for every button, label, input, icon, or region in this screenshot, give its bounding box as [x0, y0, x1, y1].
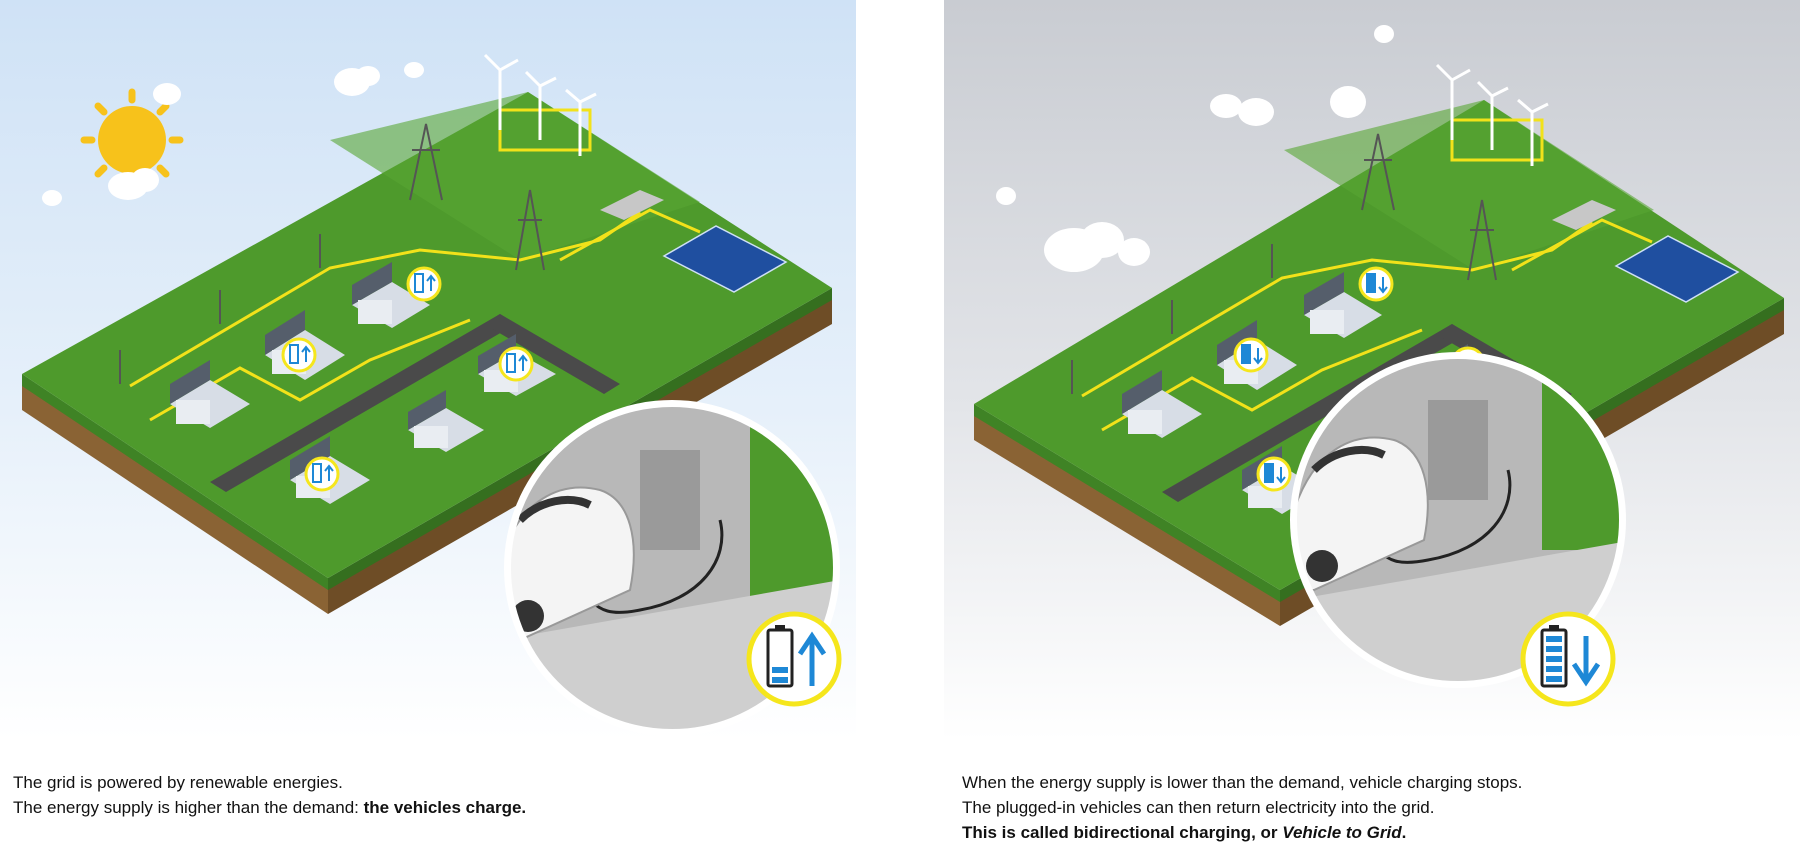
battery-up-icon: [746, 611, 842, 707]
wind-turbine-icon: [1435, 63, 1549, 166]
road: [210, 314, 620, 492]
caption-line-3-term: Vehicle to Grid: [1282, 823, 1402, 842]
power-line: [1081, 118, 1653, 432]
car-icon: [1294, 436, 1429, 591]
wallbox-charger-icon: [640, 450, 700, 550]
cloud-icon: [42, 62, 424, 206]
caption-line-2: The energy supply is higher than the dem…: [13, 795, 843, 820]
caption-line-3-bold: This is called bidirectional charging, o…: [962, 823, 1283, 842]
solar-panel-icon: [1552, 200, 1740, 303]
sun-icon: [80, 88, 184, 192]
cloud-icon: [996, 25, 1394, 272]
scene-illustration: [974, 25, 1784, 707]
pylon-icon: [1071, 133, 1497, 394]
caption: The grid is powered by renewable energie…: [13, 770, 843, 820]
scene-illustration: [22, 53, 842, 736]
car-icon: [508, 486, 635, 641]
panel-charging: The grid is powered by renewable energie…: [0, 0, 856, 864]
caption-line-1: The grid is powered by renewable energie…: [13, 773, 343, 792]
pylon-icon: [119, 123, 545, 384]
wallbox-charger-icon: [1428, 400, 1488, 500]
power-line: [129, 108, 701, 422]
caption-line-3-end: .: [1401, 823, 1407, 842]
panel-vehicle-to-grid: When the energy supply is lower than the…: [944, 0, 1800, 864]
battery-up-icon: [281, 266, 534, 492]
solar-panel-icon: [600, 190, 788, 293]
caption-line-2: The plugged-in vehicles can then return …: [962, 798, 1435, 817]
wind-turbine-icon: [483, 53, 597, 156]
caption-line-2-text: The energy supply is higher than the dem…: [13, 798, 364, 817]
caption-line-2-bold: the vehicles charge.: [363, 798, 527, 817]
caption-line-3: This is called bidirectional charging, o…: [962, 820, 1792, 845]
battery-down-icon: [1520, 611, 1616, 707]
caption: When the energy supply is lower than the…: [962, 770, 1792, 845]
caption-line-1: When the energy supply is lower than the…: [962, 773, 1523, 792]
